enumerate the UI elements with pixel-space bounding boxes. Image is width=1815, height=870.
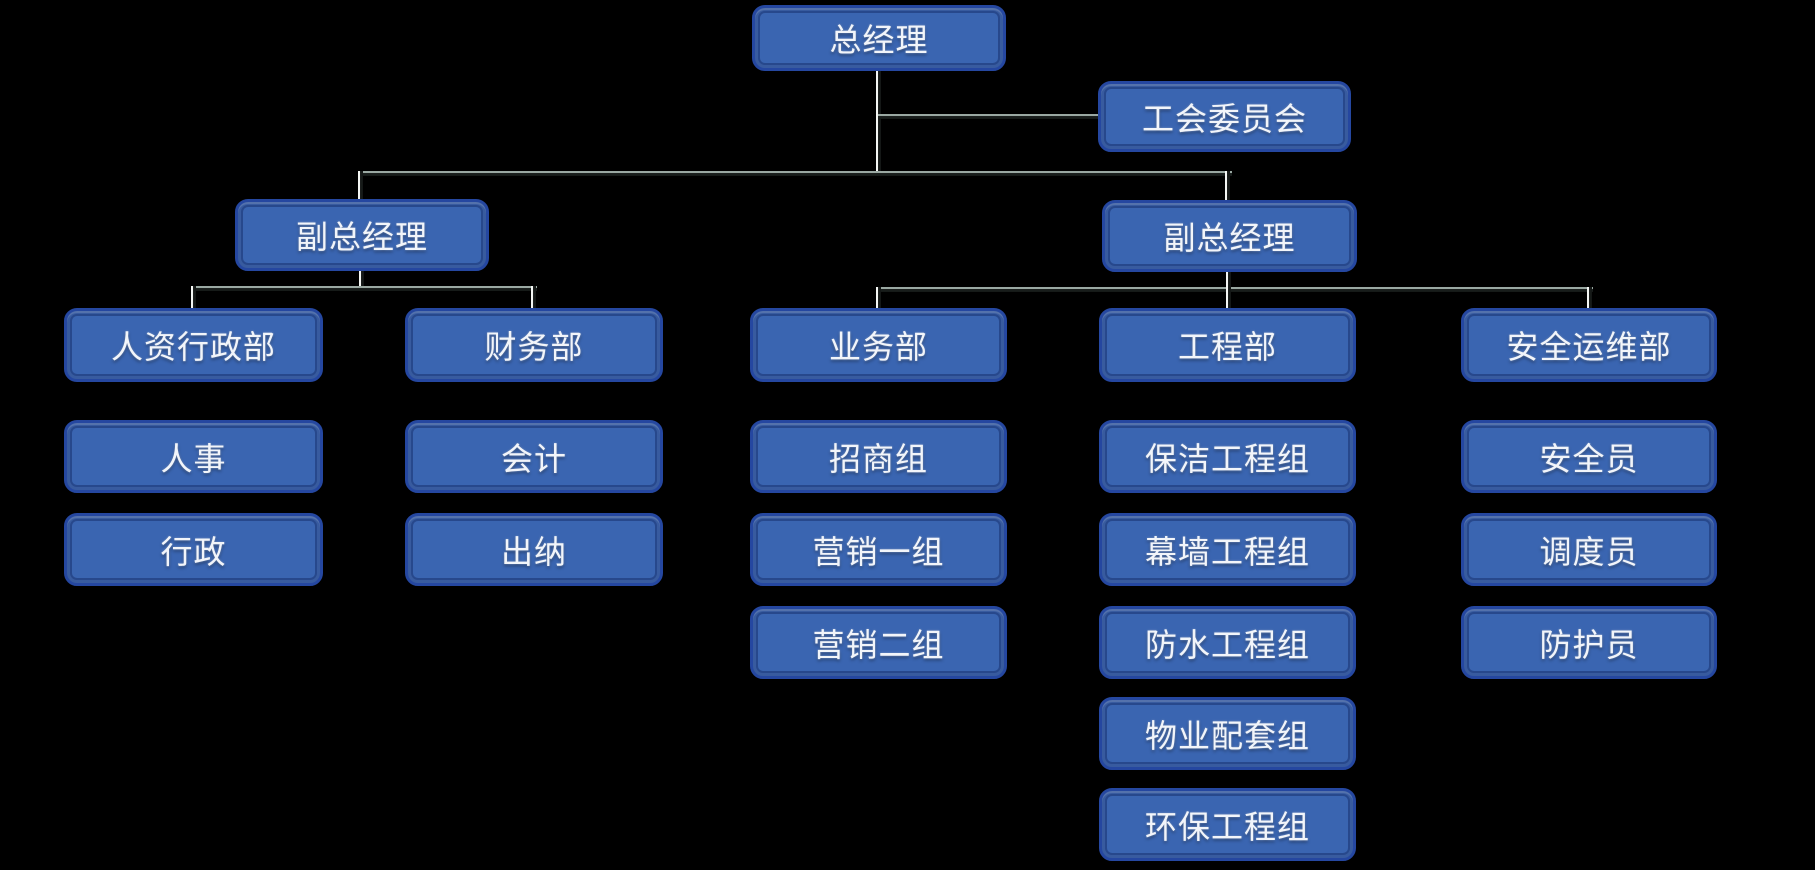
connector-stub-finance [531, 286, 536, 310]
org-node-label: 出纳 [500, 533, 567, 570]
org-node-label: 环保工程组 [1144, 808, 1310, 845]
org-node-waterproofing-eng-group[interactable]: 防水工程组 [1099, 606, 1356, 679]
org-node-label: 会计 [500, 440, 567, 477]
org-node-investment-group[interactable]: 招商组 [750, 420, 1007, 493]
org-node-label: 保洁工程组 [1144, 440, 1310, 477]
org-node-label: 总经理 [829, 22, 929, 58]
connector-deputy-right-down [1226, 272, 1231, 289]
org-node-label: 幕墙工程组 [1144, 533, 1310, 570]
org-node-accounting-group[interactable]: 会计 [405, 420, 663, 493]
connector-right-rail [876, 287, 1593, 292]
org-node-general-manager[interactable]: 总经理 [752, 5, 1006, 71]
org-node-label: 调度员 [1539, 533, 1639, 570]
org-node-label: 工程部 [1177, 329, 1277, 365]
org-node-marketing-group-1[interactable]: 营销一组 [750, 513, 1007, 586]
connector-stub-engineering [1226, 287, 1231, 310]
org-node-label: 副总经理 [1163, 220, 1296, 256]
org-node-label: 营销二组 [812, 626, 945, 663]
connector-stub-safety-ops [1587, 287, 1592, 310]
org-node-env-protection-eng-group[interactable]: 环保工程组 [1099, 788, 1356, 861]
org-node-label: 人事 [160, 440, 227, 477]
org-node-deputy-gm-left[interactable]: 副总经理 [235, 199, 489, 271]
org-node-dispatcher[interactable]: 调度员 [1461, 513, 1717, 586]
org-node-hr-admin-dept[interactable]: 人资行政部 [64, 308, 323, 382]
org-node-engineering-dept[interactable]: 工程部 [1099, 308, 1356, 382]
connector-rail-left-stub [358, 171, 363, 201]
org-node-label: 防护员 [1539, 626, 1639, 663]
connector-stub-hr-admin [191, 286, 196, 310]
connector-gm-union [878, 114, 1098, 119]
org-node-cashier-group[interactable]: 出纳 [405, 513, 663, 586]
org-node-label: 防水工程组 [1144, 626, 1310, 663]
connector-main-rail [360, 171, 1232, 176]
org-node-personnel-group[interactable]: 人事 [64, 420, 323, 493]
org-node-label: 安全员 [1539, 440, 1639, 477]
org-node-deputy-gm-right[interactable]: 副总经理 [1102, 200, 1357, 272]
org-node-label: 业务部 [828, 329, 928, 365]
org-node-label: 财务部 [484, 329, 584, 365]
org-node-admin-group[interactable]: 行政 [64, 513, 323, 586]
org-node-business-dept[interactable]: 业务部 [750, 308, 1007, 382]
org-node-cleaning-eng-group[interactable]: 保洁工程组 [1099, 420, 1356, 493]
connector-gm-down [876, 71, 881, 173]
org-node-safety-ops-dept[interactable]: 安全运维部 [1461, 308, 1717, 382]
org-node-protection-officer[interactable]: 防护员 [1461, 606, 1717, 679]
connector-left-rail [191, 286, 537, 291]
connector-deputy-left-down [359, 271, 364, 288]
org-node-label: 工会委员会 [1141, 100, 1307, 137]
org-node-label: 物业配套组 [1144, 717, 1310, 754]
org-node-safety-officer[interactable]: 安全员 [1461, 420, 1717, 493]
org-node-union-committee[interactable]: 工会委员会 [1098, 81, 1351, 152]
org-node-property-support-group[interactable]: 物业配套组 [1099, 697, 1356, 770]
org-node-label: 人资行政部 [110, 329, 276, 365]
org-node-label: 副总经理 [295, 219, 428, 255]
org-node-marketing-group-2[interactable]: 营销二组 [750, 606, 1007, 679]
connector-stub-business [876, 287, 881, 310]
org-node-finance-dept[interactable]: 财务部 [405, 308, 663, 382]
org-node-label: 营销一组 [812, 533, 945, 570]
org-node-label: 安全运维部 [1506, 329, 1672, 365]
org-node-label: 行政 [160, 533, 227, 570]
org-node-label: 招商组 [828, 440, 928, 477]
org-node-curtain-wall-eng-group[interactable]: 幕墙工程组 [1099, 513, 1356, 586]
connector-rail-right-stub [1225, 171, 1230, 202]
